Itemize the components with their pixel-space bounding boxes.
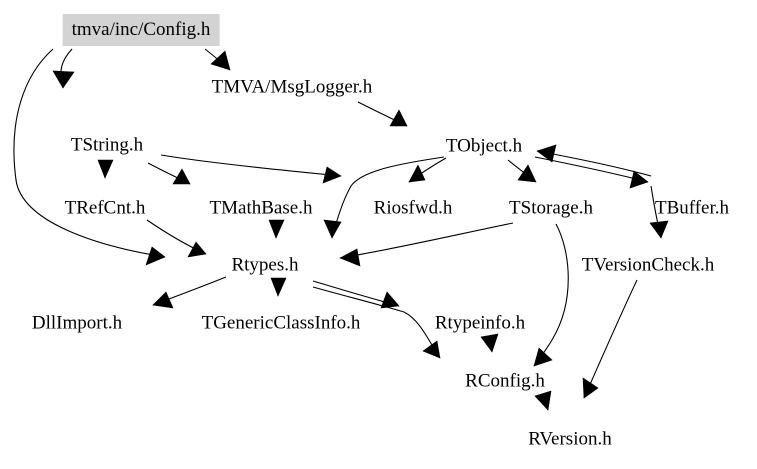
graph-node-tbuffer[interactable]: TBuffer.h bbox=[654, 197, 730, 219]
graph-node-dllimport[interactable]: DllImport.h bbox=[31, 312, 123, 334]
graph-node-tstorage[interactable]: TStorage.h bbox=[509, 197, 593, 219]
graph-node-msglogger[interactable]: TMVA/MsgLogger.h bbox=[211, 76, 373, 98]
graph-node-tobject[interactable]: TObject.h bbox=[445, 135, 523, 157]
graph-node-tversioncheck[interactable]: TVersionCheck.h bbox=[581, 254, 715, 276]
graph-node-rversion[interactable]: RVersion.h bbox=[528, 428, 612, 450]
graph-node-rtypeinfo[interactable]: Rtypeinfo.h bbox=[434, 312, 526, 334]
graph-node-config[interactable]: tmva/inc/Config.h bbox=[62, 14, 220, 46]
graph-node-rconfig[interactable]: RConfig.h bbox=[465, 370, 545, 392]
graph-node-rtypes[interactable]: Rtypes.h bbox=[231, 254, 299, 276]
graph-node-tgeneric[interactable]: TGenericClassInfo.h bbox=[201, 312, 361, 334]
graph-node-tmathbase[interactable]: TMathBase.h bbox=[209, 197, 313, 219]
graph-node-trefcnt[interactable]: TRefCnt.h bbox=[64, 197, 146, 219]
graph-node-tstring[interactable]: TString.h bbox=[70, 134, 144, 156]
graph-node-riosfwd[interactable]: Riosfwd.h bbox=[373, 197, 453, 219]
